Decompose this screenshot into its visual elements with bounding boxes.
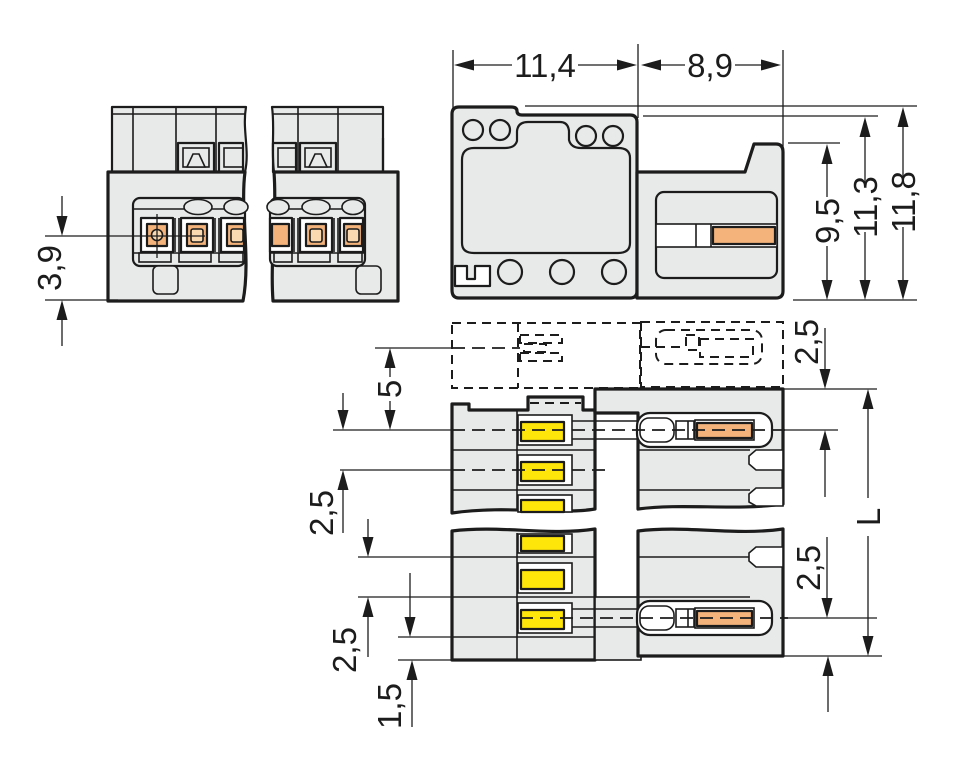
yellow-contact [519,534,566,553]
housing-notch [748,449,784,471]
wire-entry-hole [574,124,598,148]
dimension-1-5: 1,5 [371,573,452,729]
contact-row-left [131,196,249,295]
actuation-hole [548,258,576,286]
dimension-2-5-lower-left: 2,5 [326,519,452,673]
mounting-foot [152,265,179,295]
dim-label-front-pin-to-edge: 3,9 [31,245,68,291]
dim-label-strip-last-pin-to-edge: 2,5 [790,545,827,591]
yellow-contact [519,460,566,483]
dimension-L: L [783,389,887,657]
yellow-contacts [517,414,573,634]
dimension-2-5-upper-left: 2,5 [303,393,452,536]
pin-shaft-first [572,420,642,440]
dim-label-strip-end-offset: 1,5 [371,683,408,729]
dim-label-strip-total-length: L [850,508,887,526]
yellow-contact [519,608,566,631]
dimension-9-5: 9,5 [788,142,846,300]
keying-notch [453,264,492,288]
housing-notch [748,546,784,568]
dim-label-side-width-pin: 8,9 [687,47,733,84]
dimension-8-9: 8,9 [641,47,784,170]
yellow-contact [519,498,566,514]
dimension-3-9: 3,9 [31,196,205,346]
pin-shaft-last [572,608,642,628]
orange-contact [270,222,291,248]
dim-label-strip-pitch-upper: 2,5 [303,490,340,536]
wire-entry-hole [601,124,625,148]
actuation-hole [600,258,628,286]
dimension-11-4: 11,4 [452,44,639,118]
wire-entry-hole [488,118,512,142]
phantom-connector [451,321,784,389]
clamp-frame [298,141,338,174]
mounting-foot [355,265,382,295]
dim-label-side-width-socket: 11,4 [514,47,576,84]
dimension-5: 5 [333,347,452,431]
dim-label-side-height-latch: 9,5 [809,198,846,244]
housing-notch [748,487,784,507]
contact-row-right [266,196,382,295]
yellow-contact [519,568,566,591]
orange-pin-contact [711,225,777,246]
side-socket-body [450,105,639,300]
dim-label-strip-edge-to-first-pin: 2,5 [788,319,825,365]
yellow-contact [519,420,566,443]
clamp-frame [176,141,216,174]
wire-entry-hole [461,118,485,142]
dim-label-side-height-total: 11,8 [885,171,922,233]
front-upper-block-right [270,105,385,174]
dimension-2-5-bottom-right: 2,5 [783,537,877,712]
dim-label-side-height-body: 11,3 [847,176,884,238]
front-view: 3,9 [31,105,400,346]
dimension-11-8: 11,8 [525,105,922,301]
side-view: 11,4 8,9 9,5 11,3 [450,44,922,301]
dimension-11-3: 11,3 [643,115,884,300]
dimension-2-5-upper-right: 2,5 [783,319,877,497]
dim-label-strip-insert-depth: 5 [371,380,408,398]
actuation-hole [496,258,524,286]
pin-strip-view: 5 2,5 2,5 1,5 [303,319,887,729]
dim-label-strip-pitch-lower: 2,5 [326,627,363,673]
